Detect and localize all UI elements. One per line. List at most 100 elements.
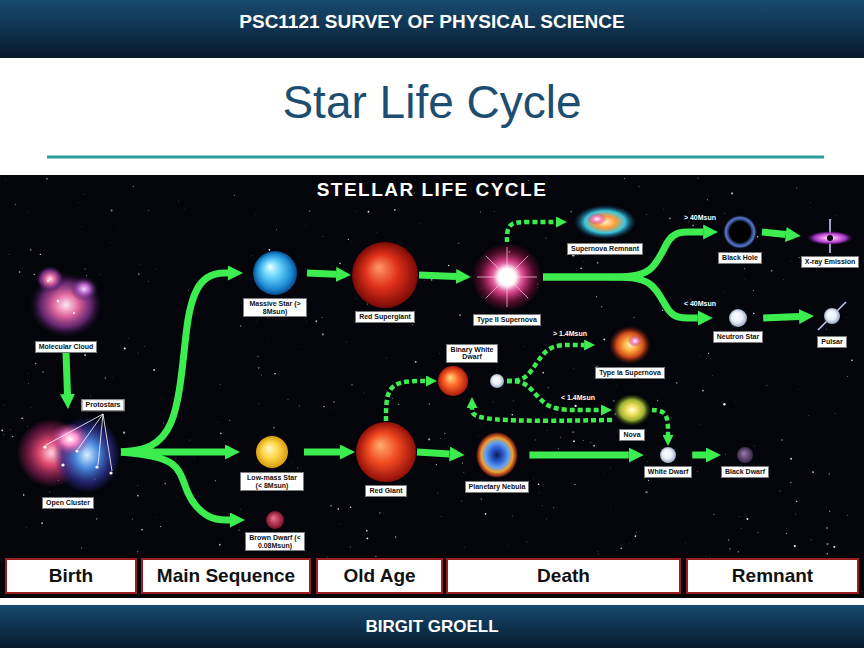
star-dot	[109, 471, 112, 474]
mass-threshold-label: < 40Msun	[682, 300, 718, 308]
star-dot	[481, 424, 483, 426]
star-dot	[2, 434, 4, 436]
star-dot	[662, 208, 664, 210]
star-dot	[744, 268, 746, 270]
star-dot	[541, 505, 543, 507]
stage-band: Old Age	[316, 558, 443, 594]
event-glow	[723, 215, 757, 249]
object-picture	[612, 393, 652, 427]
star-dot	[124, 347, 126, 349]
star-dot	[638, 186, 640, 188]
star-dot	[794, 545, 796, 547]
star-dot	[796, 501, 797, 502]
star-dot	[766, 481, 768, 483]
star-dot	[429, 403, 431, 405]
nebula-cloud	[70, 277, 98, 301]
object-picture	[805, 218, 855, 254]
star-dot	[512, 515, 514, 517]
star-dot	[640, 199, 642, 201]
mass-threshold-label: < 1.4Msun	[559, 394, 597, 402]
star-dot	[771, 270, 773, 272]
star-dot	[702, 390, 704, 392]
star-dot	[162, 422, 164, 424]
object-picture	[252, 250, 298, 296]
nebula-cloud	[36, 266, 64, 292]
object-picture	[355, 421, 417, 483]
star-disc	[356, 422, 416, 482]
star-dot	[234, 195, 235, 196]
stellar-object: Type Ia Supernova	[595, 325, 665, 379]
star-dot	[73, 312, 75, 314]
star-dot	[808, 415, 810, 417]
star-dot	[268, 249, 270, 251]
star-dot	[334, 383, 336, 385]
star-dot	[713, 326, 715, 328]
stellar-object: White Dwarf	[644, 446, 692, 478]
star-dot	[610, 506, 612, 508]
object-picture	[471, 242, 543, 312]
star-dot	[78, 201, 80, 203]
star-dot	[315, 320, 317, 322]
star-dot	[676, 382, 678, 384]
star-dot	[351, 384, 352, 385]
star-dot	[477, 435, 479, 437]
star-disc	[729, 309, 747, 327]
stellar-object: Pulsar	[814, 298, 850, 348]
star-dot	[557, 448, 559, 450]
star-dot	[796, 187, 797, 188]
star-disc	[256, 436, 288, 468]
star-dot	[333, 401, 334, 402]
star-dot	[580, 267, 582, 269]
star-disc	[490, 374, 504, 388]
star-dot	[597, 262, 599, 264]
star-dot	[111, 209, 113, 211]
star-dot	[662, 310, 663, 311]
object-picture	[475, 431, 519, 479]
star-dot	[356, 210, 358, 212]
star-dot	[337, 508, 339, 510]
object-caption: Supernova Remnant	[567, 243, 643, 255]
star-dot	[8, 253, 10, 255]
object-caption: Black Hole	[718, 252, 762, 264]
star-dot	[646, 214, 648, 216]
star-dot	[542, 372, 544, 374]
star-dot	[731, 192, 733, 194]
star-dot	[527, 541, 529, 543]
star-dot	[574, 484, 575, 485]
band-label: Birth	[49, 565, 93, 587]
arrow-connector	[507, 222, 556, 242]
star-dot	[511, 414, 512, 415]
star-dot	[101, 354, 103, 356]
star-dot	[140, 264, 142, 266]
star-dot	[493, 211, 495, 213]
star-dot	[348, 239, 349, 240]
star-dot	[537, 450, 539, 452]
star-dot	[86, 275, 88, 277]
star-dot	[648, 480, 649, 481]
star-dot	[376, 231, 378, 233]
stellar-object: Binary White Dwarf	[437, 344, 507, 397]
arrow-connector	[472, 408, 612, 421]
star-dot	[601, 306, 602, 307]
star-dot	[184, 208, 186, 210]
star-dot	[363, 392, 365, 394]
star-dot	[781, 439, 783, 441]
star-dot	[705, 358, 707, 360]
star-dot	[148, 210, 150, 212]
star-dot	[757, 236, 758, 237]
arrow-connector	[507, 381, 601, 410]
star-dot	[219, 384, 221, 386]
star-dot	[572, 367, 574, 369]
star-dot	[534, 439, 536, 441]
star-dot	[480, 211, 481, 212]
supernova-glow	[472, 243, 542, 311]
leader-line	[46, 414, 103, 445]
star-dot	[375, 556, 376, 557]
nebula-cloud	[50, 423, 90, 455]
star-dot	[133, 186, 134, 187]
object-caption: Red Giant	[365, 485, 406, 497]
star-dot	[711, 375, 713, 377]
star-dot	[669, 217, 671, 219]
author-footer: BIRGIT GROELL	[365, 617, 498, 637]
title-rule	[47, 156, 824, 159]
